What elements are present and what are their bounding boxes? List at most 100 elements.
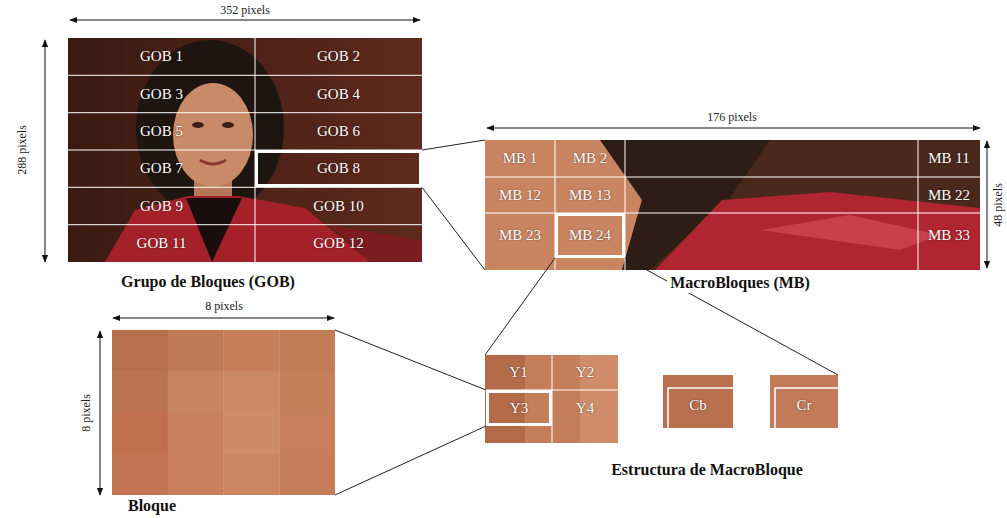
dimension-label: 352 pixels	[220, 4, 270, 16]
gob-cell: GOB 12	[255, 225, 422, 262]
cell-label: MB 23	[499, 227, 541, 244]
dimension-label: 288 pixels	[16, 125, 28, 175]
zoom-line	[485, 258, 555, 355]
corner-mark	[668, 388, 733, 428]
pixel	[224, 454, 280, 495]
cell-label: Cr	[797, 397, 812, 414]
jacket	[105, 196, 370, 262]
caption: MacroBloques (MB)	[667, 273, 813, 292]
luma-block: Y1	[485, 355, 552, 390]
dimension-line	[100, 331, 101, 495]
cell-label: MB 22	[928, 187, 970, 204]
luma-block: Y2	[552, 355, 618, 390]
pixel	[279, 371, 335, 413]
macroblock-strip: MacroBloques (MB)MB 1MB 2MB 11MB 12MB 13…	[485, 140, 980, 270]
caption: Bloque	[125, 496, 179, 515]
macroblock-cell: MB 22	[918, 177, 980, 213]
gob-cell: GOB 1	[68, 38, 255, 75]
chroma-block: Cb	[663, 375, 733, 428]
macroblock-cell: MB 12	[485, 177, 555, 213]
cell-label: MB 11	[928, 150, 970, 167]
corner-mark	[775, 388, 838, 428]
cr-image	[770, 375, 838, 428]
gob-cell: GOB 10	[255, 187, 422, 224]
cell-label: GOB 4	[317, 86, 360, 103]
top	[186, 198, 242, 262]
pixel	[112, 454, 168, 495]
cell-label: MB 13	[569, 187, 611, 204]
gob-cell: GOB 4	[255, 75, 422, 112]
macroblock-structure	[485, 355, 838, 443]
gob-grid	[68, 38, 422, 262]
cell-label: Y3	[510, 400, 528, 417]
mouth	[200, 160, 226, 164]
chroma-block: Cr	[770, 375, 838, 428]
jacket-highlight	[760, 215, 940, 250]
zoom-line	[625, 258, 838, 375]
dimension-arrows	[45, 20, 987, 495]
cell-label: GOB 2	[317, 48, 360, 65]
cell-label: MB 1	[503, 150, 538, 167]
pixel	[279, 330, 335, 372]
pixel	[168, 371, 224, 413]
frame-background	[68, 38, 422, 262]
gob-cell: GOB 3	[68, 75, 255, 112]
luma-block: Y3	[486, 390, 552, 426]
pixel	[168, 330, 224, 372]
macroblock-cell: MB 11	[918, 140, 980, 177]
dimension-line	[987, 141, 988, 268]
dimension-line	[487, 128, 980, 129]
cell-label: GOB 12	[313, 235, 363, 252]
macroblock-cell: MB 1	[485, 140, 555, 177]
block: Bloque	[112, 330, 335, 495]
dimension-line	[70, 20, 420, 21]
dimension-label: 8 pixels	[205, 300, 243, 312]
mb-grid	[485, 140, 980, 270]
pixel	[168, 413, 224, 455]
pixel	[168, 454, 224, 495]
macroblock-cell: MB 23	[485, 213, 555, 258]
cell-label: GOB 7	[140, 160, 183, 177]
grid-line	[68, 112, 422, 113]
grid-line	[68, 224, 422, 225]
macroblock-cell: MB 2	[555, 140, 625, 177]
gob-cell: GOB 6	[255, 113, 422, 150]
jacket	[655, 192, 980, 270]
hair	[136, 40, 284, 216]
cell-label: GOB 5	[140, 123, 183, 140]
cell-label: GOB 9	[140, 198, 183, 215]
cell-label: GOB 3	[140, 86, 183, 103]
zoom-line	[422, 140, 485, 270]
dimension-label: 8 pixels	[80, 394, 92, 432]
cell-label: Cb	[689, 397, 707, 414]
eye	[222, 122, 234, 128]
gob-cell: GOB 2	[255, 38, 422, 75]
face	[173, 83, 253, 187]
cell-label: GOB 6	[317, 123, 360, 140]
cell-label: MB 12	[499, 187, 541, 204]
cb-image	[663, 375, 733, 428]
strip-background	[485, 140, 980, 270]
zoom-line	[335, 330, 486, 495]
cell-label: Y1	[509, 364, 527, 381]
luma-block: Y4	[552, 390, 618, 426]
pixel	[112, 413, 168, 455]
dimension-label: 48 pixels	[992, 183, 1004, 227]
video-frame	[68, 38, 422, 262]
cell-label: MB 33	[928, 227, 970, 244]
pixel	[224, 371, 280, 413]
macroblock-cell: MB 33	[918, 213, 980, 258]
dimension-line	[45, 40, 46, 262]
cell-label: GOB 8	[317, 160, 360, 177]
grid-line	[485, 177, 980, 178]
pixel	[224, 330, 280, 372]
grid-line	[68, 75, 422, 76]
cell-label: GOB 11	[137, 235, 187, 252]
pixel	[112, 371, 168, 413]
macroblock-cell: MB 13	[555, 177, 625, 213]
gob-cell: GOB 11	[68, 225, 255, 262]
eye	[192, 122, 204, 128]
